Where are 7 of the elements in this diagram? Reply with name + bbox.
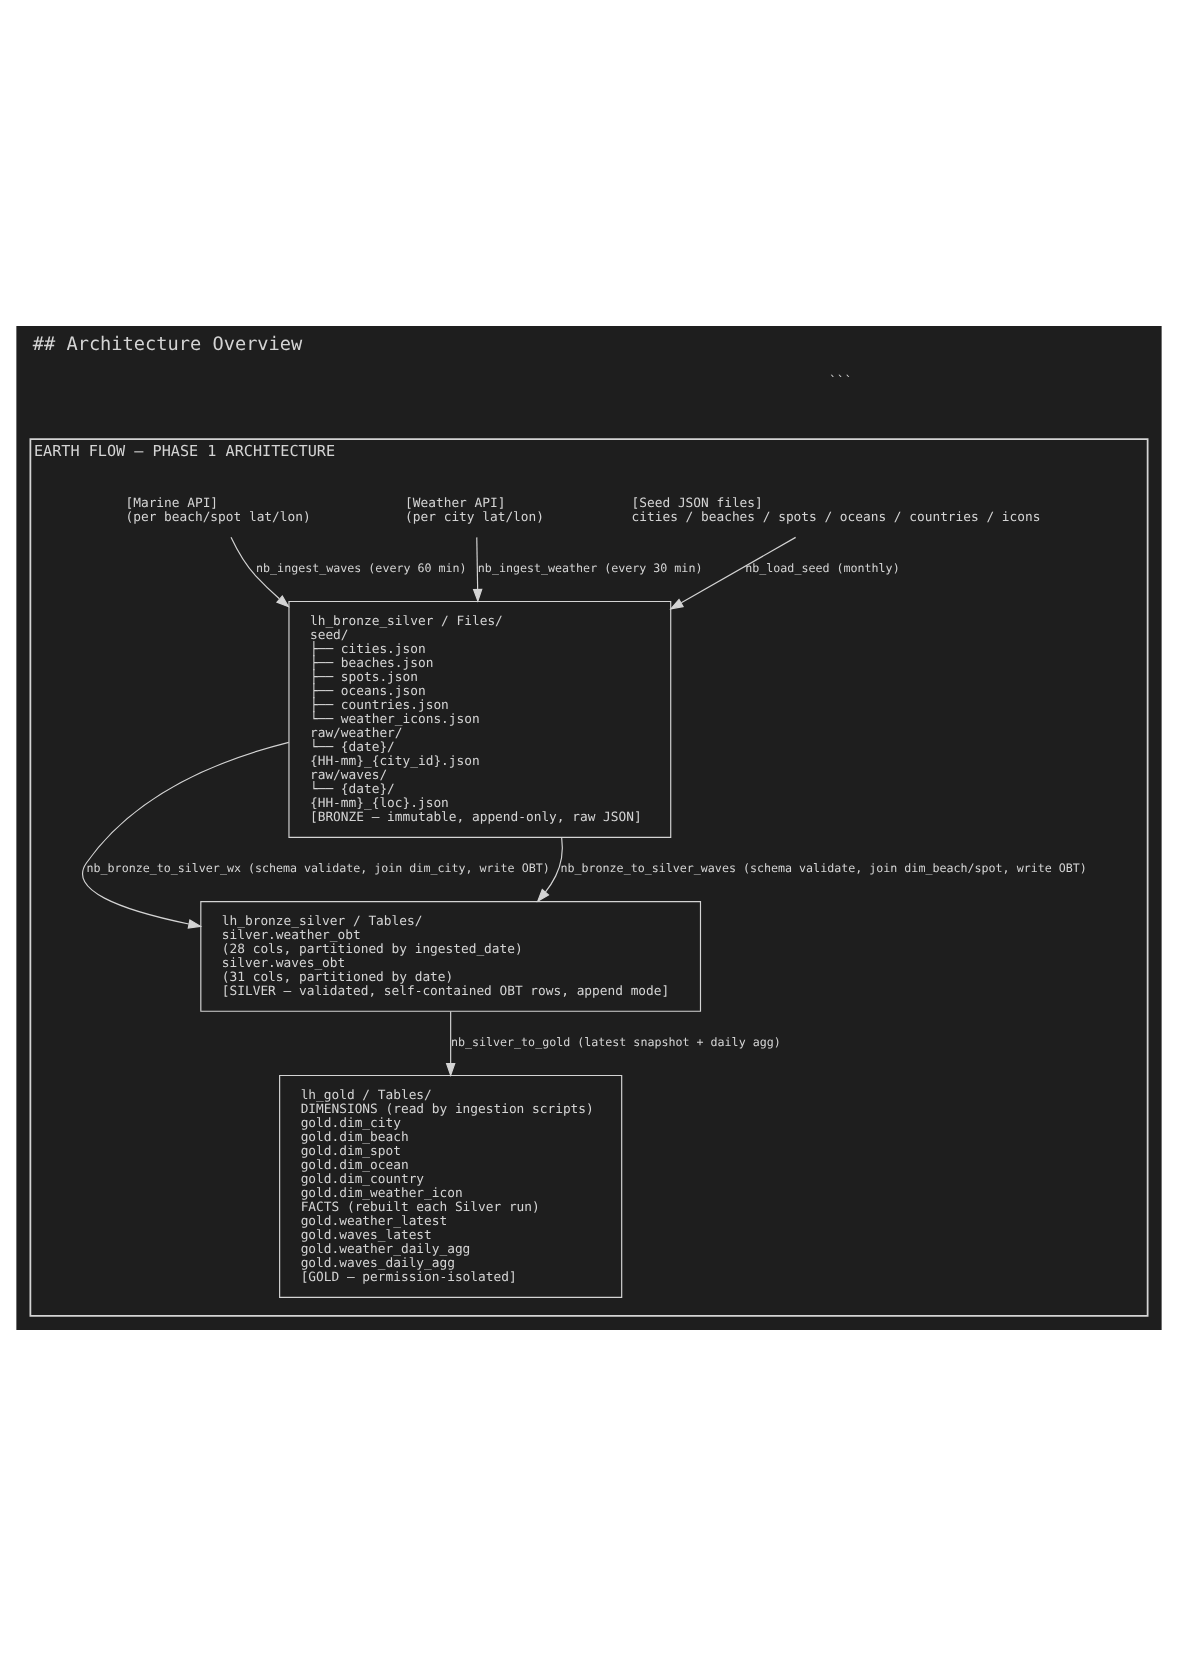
diagram-title: ## Architecture Overview	[32, 334, 303, 357]
arrow	[536, 837, 563, 903]
arrow	[472, 536, 483, 603]
arrow	[669, 536, 797, 610]
arrow	[230, 536, 290, 608]
arrow	[82, 741, 290, 929]
arrow	[445, 1010, 456, 1078]
